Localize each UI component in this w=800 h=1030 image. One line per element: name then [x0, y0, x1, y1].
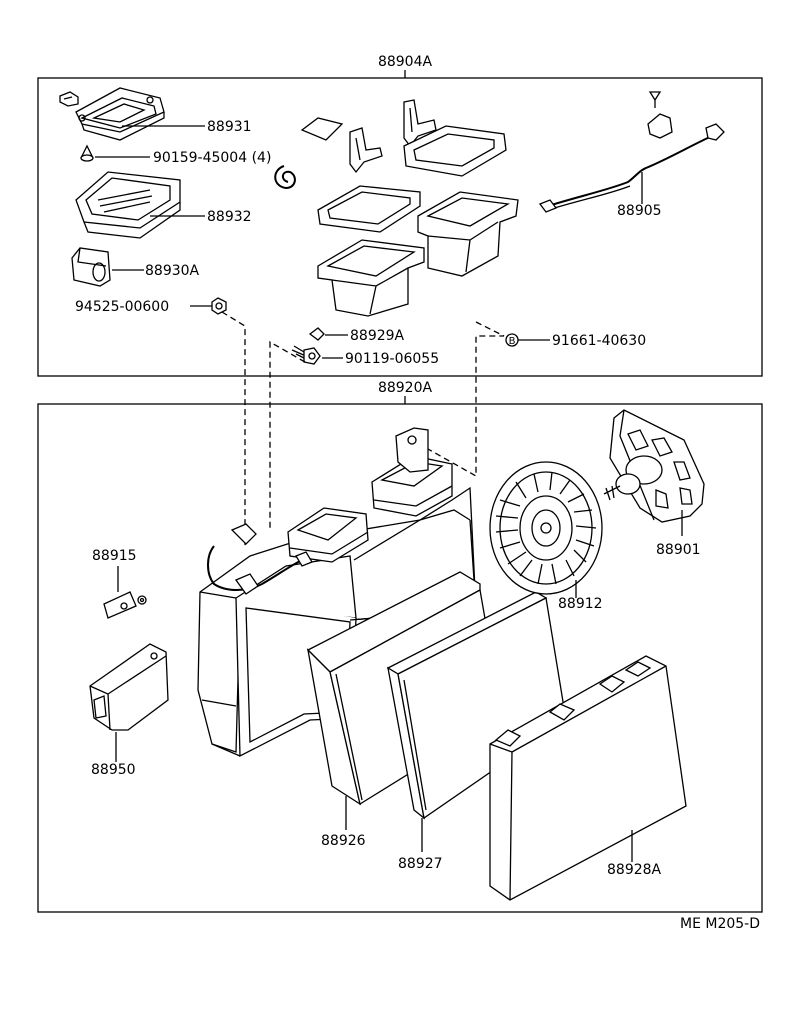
duct-tray-upper-right	[403, 125, 507, 177]
svg-text:B: B	[509, 336, 516, 347]
part-90119-bolt	[291, 345, 321, 365]
label-88927: 88927	[398, 856, 443, 872]
part-88915-plate	[103, 591, 147, 619]
housing-wire	[207, 523, 313, 595]
dashed-connector-91661	[411, 321, 505, 478]
housing-duct-left	[287, 507, 369, 563]
hose-clamp	[274, 165, 296, 190]
label-90159: 90159-45004 (4)	[153, 150, 271, 166]
small-screw-top-right	[648, 91, 662, 108]
part-94525-nut	[211, 297, 227, 315]
lower-group-frame	[37, 403, 763, 913]
lower-group-label: 88920A	[378, 380, 433, 396]
label-91661: 91661-40630	[552, 333, 646, 349]
duct-tray-upper-left	[317, 185, 421, 233]
duct-box-right	[417, 191, 519, 277]
part-88927-filter	[386, 591, 567, 820]
part-88901-motor	[603, 409, 705, 523]
label-88950: 88950	[91, 762, 136, 778]
upper-group-frame	[37, 77, 763, 377]
bolt-b-marker: B	[505, 333, 519, 347]
foam-pad	[300, 117, 344, 141]
label-88931: 88931	[207, 119, 252, 135]
dashed-connector-94525	[221, 311, 246, 546]
part-90159-screw	[80, 144, 94, 162]
part-88912-fan	[489, 461, 603, 595]
label-88930a: 88930A	[145, 263, 200, 279]
dashed-connector-90119	[269, 340, 306, 528]
label-88915: 88915	[92, 548, 137, 564]
wire-clip	[647, 113, 673, 139]
blower-housing	[197, 486, 477, 758]
label-88926: 88926	[321, 833, 366, 849]
label-88905: 88905	[617, 203, 662, 219]
part-88928a-cover	[489, 655, 687, 901]
part-88931-cover	[75, 87, 165, 141]
housing-bracket	[395, 427, 429, 473]
duct-bracket-a	[349, 127, 383, 174]
label-88932: 88932	[207, 209, 252, 225]
upper-group-label: 88904A	[378, 54, 433, 70]
part-88930a-connector	[71, 247, 111, 287]
part-88905-harness	[538, 123, 725, 213]
label-88912: 88912	[558, 596, 603, 612]
diagram-code: ME M205-D	[680, 916, 760, 932]
label-90119: 90119-06055	[345, 351, 439, 367]
duct-bracket-b	[403, 99, 437, 148]
part-88932-tray	[75, 171, 181, 239]
duct-box-left	[317, 239, 425, 317]
label-88928a: 88928A	[607, 862, 662, 878]
label-94525: 94525-00600	[75, 299, 169, 315]
part-88929a-screw	[308, 327, 325, 341]
small-clip-part	[59, 91, 79, 107]
label-88901: 88901	[656, 542, 701, 558]
label-88929a: 88929A	[350, 328, 405, 344]
part-88950-switch	[89, 643, 169, 731]
